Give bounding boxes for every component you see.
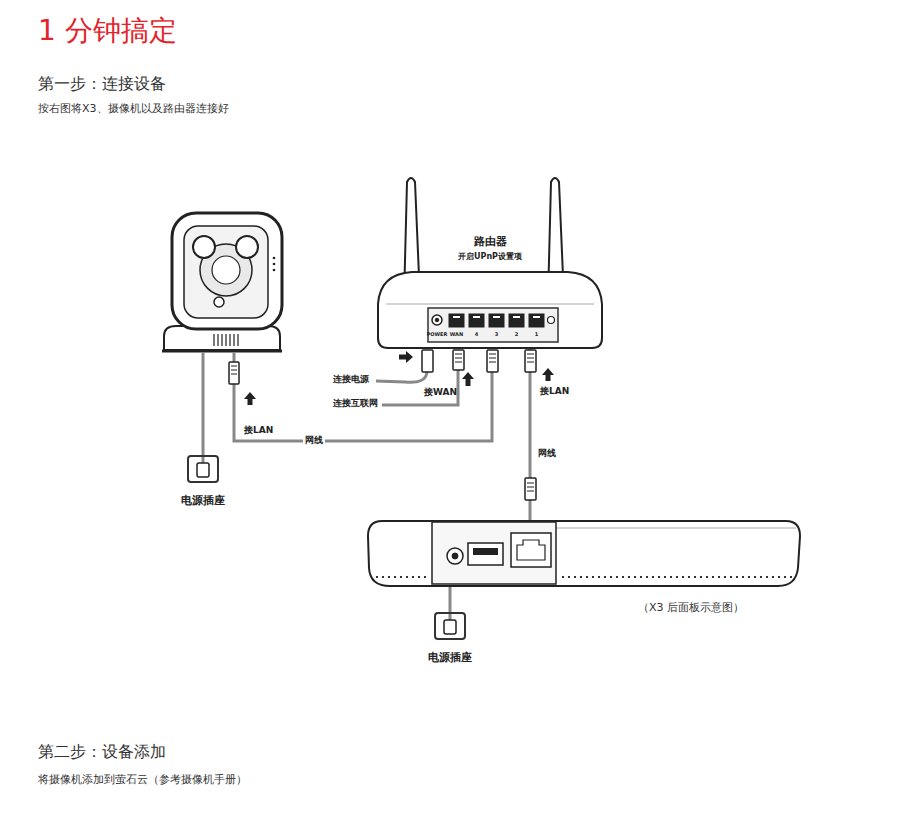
annotation-label: 3 <box>495 331 498 337</box>
edge-label: 网线 <box>538 448 556 459</box>
node-label: 路由器 <box>474 235 507 248</box>
camera <box>162 213 282 351</box>
annotation-label: 连接电源 <box>333 374 369 385</box>
annotation-label: 网线 <box>303 435 325 446</box>
annotation-label: WAN <box>450 331 463 337</box>
cable-connector <box>449 586 452 612</box>
annotation-label: POWER <box>427 331 448 337</box>
annotation-label: 接LAN <box>244 425 273 436</box>
annotation-label: 第二步：设备添加 <box>38 742 166 761</box>
x3-box <box>368 521 800 586</box>
node-label: 电源插座 <box>181 494 225 507</box>
socket-plug <box>189 457 217 481</box>
direction-arrows <box>244 351 554 405</box>
annotation-label: 2 <box>515 331 518 337</box>
annotation-label: 连接互联网 <box>333 398 378 409</box>
router <box>378 178 602 348</box>
router-cables <box>376 350 536 500</box>
annotation-label: 将摄像机添加到萤石云（参考摄像机手册） <box>38 773 247 786</box>
annotation-label: 接WAN <box>424 387 457 398</box>
annotation-label: 第一步：连接设备 <box>38 74 166 93</box>
annotation-label: 4 <box>475 331 478 337</box>
node-label: （X3 后面板示意图） <box>638 601 744 614</box>
socket-plug <box>436 614 464 638</box>
node-label: 开启UPnP设置项 <box>458 252 522 262</box>
power-socket: 电源插座 <box>187 455 219 483</box>
camera-cables <box>203 352 492 455</box>
router: 路由器开启UPnP设置项 <box>375 270 605 348</box>
page-title: 1 分钟搞定 <box>38 14 177 48</box>
power-socket: 电源插座 <box>434 612 466 640</box>
node-label: 电源插座 <box>428 651 472 664</box>
annotation-label: 接LAN <box>540 386 569 397</box>
annotation-label: 1 <box>535 331 538 337</box>
annotation-label: 按右图将X3、摄像机以及路由器连接好 <box>38 102 229 115</box>
x3-box: （X3 后面板示意图） <box>368 520 800 586</box>
